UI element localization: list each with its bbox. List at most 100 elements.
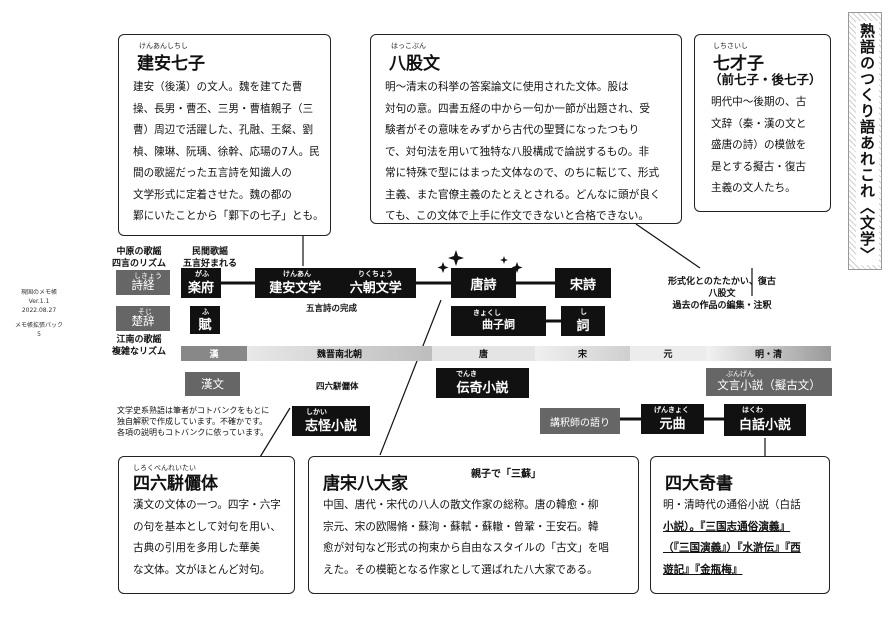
box-ruby: し	[580, 308, 587, 316]
card-line: 間の歌謡だった五言詩を知識人の	[133, 167, 292, 179]
card-line: 宗元、宋の欧陽脩・蘇洵・蘇軾・蘇轍・曾鞏・王安石。韓	[323, 520, 599, 533]
card-line: 盛唐の詩）の模倣を	[711, 139, 807, 151]
card-line: 主義の文人たち。	[711, 182, 796, 194]
card-line: 遊記』『金瓶梅』	[663, 563, 743, 576]
box-label: 漢文	[201, 377, 224, 391]
meta-info: 現国のメモ帳 Ver.1.1 2022.08.27 メモ帳拡張パック 5	[14, 288, 64, 339]
box-ruby: そじ	[138, 308, 152, 316]
card-line: 漢文の文体の一つ。四字・六字	[133, 499, 281, 511]
card-line: 常に特殊で型にはまった文体なので、のちに転じて、形式	[385, 167, 660, 179]
box-soji: そじ 楚辞	[116, 306, 170, 331]
box-toshi: 唐詩	[451, 268, 516, 298]
box-shi: し 詞	[561, 306, 605, 336]
card-ruby: はっこぶん	[391, 42, 426, 50]
card-ruby: しちさいし	[713, 42, 748, 50]
card-line: 中国、唐代・宋代の八人の散文作家の総称。唐の韓愈・柳	[323, 499, 599, 511]
box-ruby: がふ	[195, 270, 209, 278]
card-line: 文学形式に定着させた。魏の都の	[133, 188, 292, 201]
card-body: 中国、唐代・宋代の八人の散文作家の総称。唐の韓愈・柳 宗元、宋の欧陽脩・蘇洵・蘇…	[323, 495, 609, 581]
label-line: 八股文	[708, 289, 736, 299]
box-label: 賦	[198, 317, 212, 333]
box-shikai: しかい 志怪小説	[292, 406, 370, 436]
label-line: 複雑なリズム	[112, 347, 167, 357]
card-ruby: けんあんしちし	[139, 42, 188, 50]
card-line: 古典の引用を多用した華美	[133, 542, 261, 554]
era-yuan: 元	[630, 346, 706, 361]
box-gafu: がふ 楽府	[181, 268, 221, 298]
card-shiroku-benreitai: しろくべんれいたい 四六駢儷体 漢文の文体の一つ。四字・六字 の句を基本として対…	[118, 456, 295, 594]
box-ruby: けんあん	[283, 270, 311, 278]
label-shiroku: 四六駢儷体	[316, 382, 359, 392]
card-title: 七才子	[713, 54, 764, 74]
box-ruby: げんきょく	[654, 406, 689, 414]
label-chugen: 中原の歌謡 四言のリズム	[112, 246, 166, 270]
label-line: 江南の歌謡	[116, 335, 162, 345]
card-line: 主義、また官僚主義のたとえとされる。どんなに頭が良く	[385, 188, 661, 201]
label-minkan: 民間歌謡 五言好まれる	[183, 246, 237, 270]
card-line: 愈が対句など形式の拘束から自由なスタイルの「古文」を唱	[323, 542, 610, 554]
box-label: 文言小説（擬古文）	[717, 378, 821, 392]
note-line: 各項の説明もコトバンクに依っています。	[117, 428, 269, 437]
box-ruby: きょくし	[473, 309, 501, 317]
card-kenan-shichishi: けんあんしちし 建安七子 建安（後漢）の文人。魏を建てた曹 操、長男・曹丕、三男…	[118, 34, 331, 236]
note-line: 文学史系熟語は筆者がコトバンクをもとに	[117, 406, 270, 415]
box-label: 楽府	[187, 280, 214, 296]
card-ruby: しろくべんれいたい	[133, 464, 196, 472]
card-line: 文辞（秦・漢の文と	[711, 117, 807, 130]
box-kyokushi: きょくし 曲子詞	[451, 306, 546, 336]
note-line: 独自解釈で作成しています。不確かです。	[117, 417, 268, 426]
box-kanbun: 漢文	[185, 372, 240, 396]
card-line: の句を基本として対句を用い、	[133, 520, 281, 533]
card-tosou-hachitaika: 唐宋八大家 親子で「三蘇」 中国、唐代・宋代の八人の散文作家の総称。唐の韓愈・柳…	[308, 456, 639, 594]
box-label: 唐詩	[470, 277, 497, 293]
label-goshi: 五言詩の完成	[306, 304, 358, 314]
era-han: 漢	[181, 346, 247, 361]
era-gishin: 魏晋南北朝	[247, 346, 432, 361]
box-ruby: しかい	[306, 408, 327, 416]
label-line: 民間歌謡	[192, 247, 229, 257]
card-title: 八股文	[389, 54, 440, 74]
card-line: 是とする擬古・復古	[711, 160, 807, 173]
box-koshaku: 講釈師の語り	[540, 408, 620, 434]
era-minqing: 明・清	[706, 346, 831, 361]
card-line: 鄴にいたことから「鄴下の七子」とも。	[133, 210, 324, 222]
card-body: 明代中〜後期の、古 文辞（秦・漢の文と 盛唐の詩）の模倣を 是とする擬古・復古 …	[711, 92, 806, 200]
card-body: 明〜清末の科挙の答案論文に使用された文体。股は 対句の意。四書五経の中から一句か…	[385, 77, 660, 228]
meta-line: 2022.08.27	[21, 307, 57, 314]
card-title: 四六駢儷体	[133, 474, 218, 494]
era-song: 宋	[535, 346, 630, 361]
card-title: 建安七子	[137, 54, 205, 74]
note-text: 文学史系熟語は筆者がコトバンクをもとに 独自解釈で作成しています。不確かです。 …	[117, 405, 269, 438]
label-line: 中原の歌謡	[116, 247, 162, 257]
card-line: 験者がその意味をみずから古代の聖賢になったつもり	[385, 124, 640, 136]
card-hakkobun: はっこぶん 八股文 明〜清末の科挙の答案論文に使用された文体。股は 対句の意。四…	[370, 34, 682, 224]
card-line: 小説）。『三国志通俗演義』	[663, 520, 791, 533]
era-tang: 唐	[432, 346, 535, 361]
label-keishiki: 形式化とのたたかい、復古 八股文 過去の作品の編集・注釈	[668, 276, 776, 312]
box-denki: でんき 伝奇小説	[436, 368, 529, 398]
box-genkyoku: げんきょく 元曲	[641, 404, 704, 434]
card-line: な文体。文がほとんど対句。	[133, 563, 271, 576]
box-shikyo: しきょう 詩経	[116, 270, 170, 295]
card-line: で、対句法を用いて独特な八股構成で論説するもの。非	[385, 145, 650, 158]
card-line: （『三国演義』）『水滸伝』『西	[663, 542, 801, 554]
meta-line: メモ帳拡張パック	[14, 322, 63, 329]
box-label: 建安文学	[269, 280, 322, 296]
box-label: 白話小説	[738, 417, 791, 433]
title-sidebar: 熟語のつくり語あれこれ〈文学〉	[848, 12, 882, 270]
card-shichisaishi: しちさいし 七才子 （前七子・後七子） 明代中〜後期の、古 文辞（秦・漢の文と …	[694, 34, 831, 212]
sanso-note: 親子で「三蘇」	[471, 469, 541, 480]
box-hakuwa: はくわ 白話小説	[724, 404, 806, 436]
card-line: 曹）周辺で活躍した、孔融、王粲、劉	[133, 124, 314, 136]
box-label: 伝奇小説	[456, 380, 509, 396]
meta-line: 5	[37, 331, 41, 338]
card-subtitle: （前七子・後七子）	[709, 72, 822, 87]
card-title: 唐宋八大家	[323, 474, 408, 494]
card-line: 明・清時代の通俗小説（白話	[663, 499, 801, 511]
label-line: 四言のリズム	[112, 259, 167, 269]
box-kenan-rikucho: けんあん りくちょう 建安文学 六朝文学	[255, 268, 416, 298]
box-ruby: りくちょう	[358, 270, 393, 278]
box-soshi: 宋詩	[555, 268, 611, 298]
card-title: 四大奇書	[665, 474, 733, 494]
box-ruby: でんき	[456, 370, 477, 378]
